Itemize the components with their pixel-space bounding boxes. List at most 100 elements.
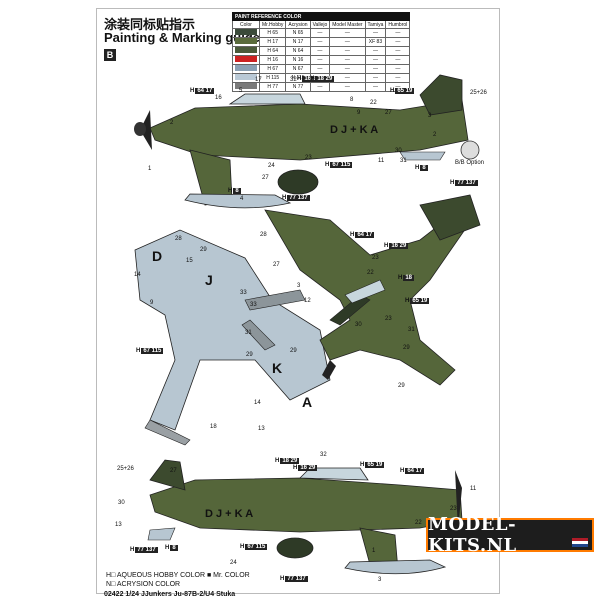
h-letter: H: [310, 76, 315, 82]
paint-hobby: H 77: [267, 84, 278, 90]
callout-number: 24: [230, 560, 237, 566]
callout-number: 27: [262, 175, 269, 181]
h-number: 65 19: [395, 88, 415, 94]
callout-number: 11: [378, 158, 385, 164]
paint-acry: N 16: [292, 57, 304, 63]
top-profile-option-label: B/B Option: [455, 160, 485, 166]
callout-number: 8: [350, 97, 354, 103]
h-letter: H: [405, 298, 410, 304]
paint-tamiya: —: [372, 48, 378, 54]
paint-swatch: [235, 38, 257, 44]
h-letter: H: [275, 458, 280, 464]
paint-mm: —: [344, 66, 350, 72]
bottom-profile-code: D J + K A: [205, 508, 254, 520]
callout-number: 28: [175, 236, 182, 242]
h-letter: H: [450, 180, 455, 186]
callout-number: 33: [240, 290, 247, 296]
h-number: 8: [233, 188, 241, 194]
paint-cell: H 77: [258, 82, 287, 92]
paint-hobby: H 17: [267, 39, 278, 45]
paint-vallejo: —: [317, 48, 323, 54]
paint-vallejo: —: [317, 66, 323, 72]
paint-tamiya: —: [372, 66, 378, 72]
callout-number: 24: [268, 163, 275, 169]
callout-number: 30: [395, 148, 402, 154]
paint-hobby: H 115: [266, 75, 280, 81]
paint-acry: N 115: [291, 75, 305, 81]
paint-humbrol: —: [395, 48, 401, 54]
callout-number: 23: [372, 255, 379, 261]
top-profile-propeller: [140, 110, 152, 150]
top-profile-option-wheel: [460, 140, 480, 160]
paint-swatch: [235, 56, 257, 62]
underside-fuselage-wings: [134, 229, 331, 431]
color-legend: H□ AQUEOUS HOBBY COLOR ■ Mr. COLOR N□ AC…: [106, 571, 250, 589]
callout-number: 31: [408, 327, 415, 333]
callout-number: 13: [258, 426, 265, 432]
top-profile-fuselage: [149, 99, 469, 161]
page-frame: [96, 8, 500, 594]
callout-number: 3: [428, 113, 432, 119]
h-letter: H: [384, 243, 389, 249]
callout-number: 17: [255, 77, 262, 83]
paint-tamiya: XF 83: [368, 39, 383, 45]
top-profile-bomb: [277, 169, 319, 195]
callout-number: 23: [305, 155, 312, 161]
paint-humbrol: —: [395, 84, 401, 90]
callout-number: 14: [254, 400, 261, 406]
h-letter: H: [398, 275, 403, 281]
callout-number: 31: [245, 330, 252, 336]
callout-number: 33: [250, 302, 257, 308]
h-letter: H: [280, 576, 285, 582]
callout-number: 29: [246, 352, 253, 358]
callout-number: 28: [260, 232, 267, 238]
h-letter: H: [190, 88, 195, 94]
paint-hobby: H 65: [267, 30, 278, 36]
paint-hobby: H 64: [267, 48, 278, 54]
paint-vallejo: —: [317, 84, 323, 90]
callout-number: 9: [150, 300, 154, 306]
paint-swatch: [235, 74, 257, 80]
callout-number: 27: [273, 262, 280, 268]
paint-cell: —: [329, 82, 366, 92]
h-letter: H: [390, 88, 395, 94]
top-profile-spinner: [134, 122, 146, 136]
title-chinese: 涂装同标贴指示: [104, 17, 196, 32]
h-number: 67 115: [330, 162, 353, 168]
h-letter: H: [293, 465, 298, 471]
h-letter: H: [240, 544, 245, 550]
callout-number: 2: [170, 120, 174, 126]
callout-number: 32: [320, 452, 327, 458]
paint-swatch: [235, 83, 257, 89]
callout-number: 27: [170, 468, 177, 474]
h-letter: H: [400, 468, 405, 474]
top-profile-tail-fin: [419, 74, 463, 116]
top-profile-code: D J + K A: [330, 124, 379, 136]
paint-acry: N 77: [292, 84, 304, 90]
h-number: 16 29: [302, 76, 322, 82]
callout-number: 25+26: [117, 466, 134, 472]
upper-canopy: [344, 279, 386, 304]
h-number: 16 29: [298, 465, 318, 471]
paint-mm: —: [344, 57, 350, 63]
callout-number: 5: [239, 88, 243, 94]
upper-view: [264, 194, 481, 386]
h-number: 18 29: [315, 76, 335, 82]
h-number: 65 19: [410, 298, 430, 304]
top-side-profile: [134, 74, 480, 209]
paint-tamiya: —: [372, 75, 378, 81]
callout-number: 29: [200, 247, 207, 253]
paint-mm: —: [344, 75, 350, 81]
h-number: 64 17: [195, 88, 215, 94]
